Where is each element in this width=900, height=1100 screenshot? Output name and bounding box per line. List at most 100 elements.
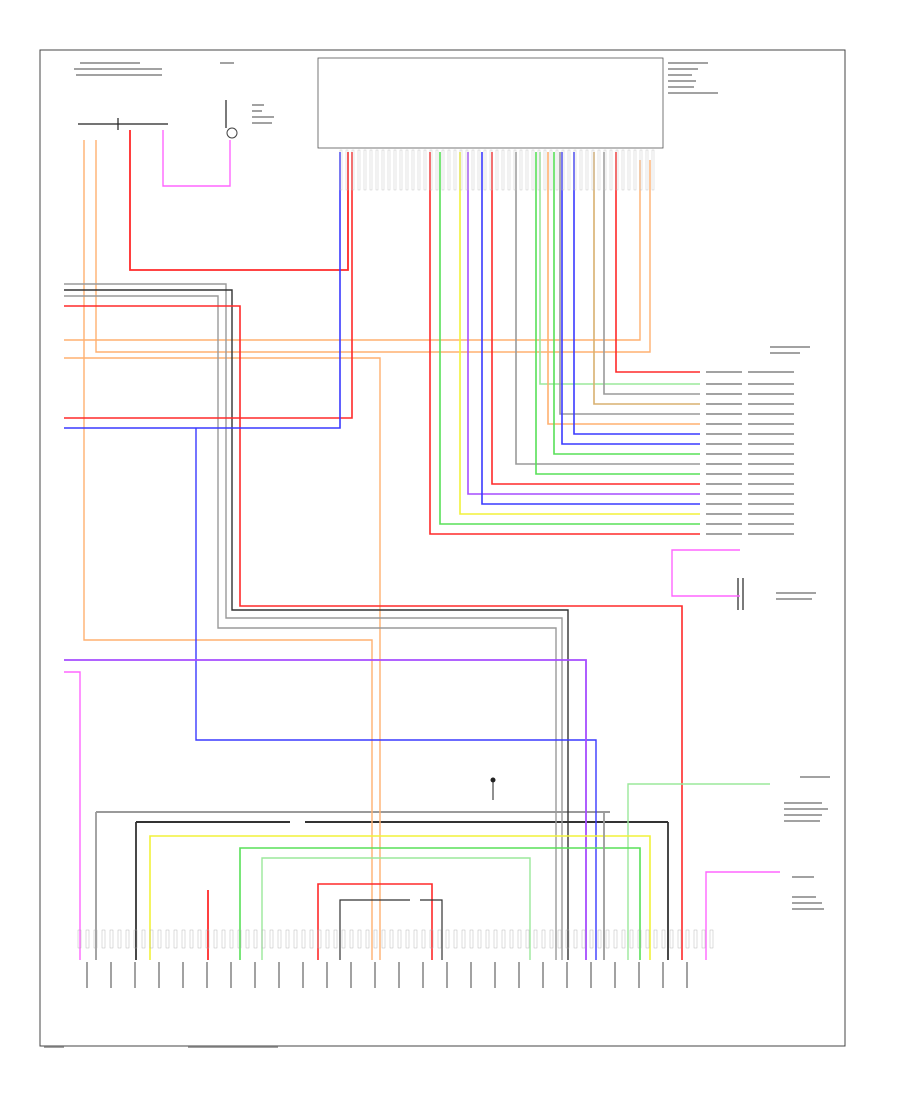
- label-mark: [706, 493, 742, 495]
- top-pin: [405, 149, 409, 191]
- label-mark: [668, 68, 698, 70]
- label-mark: [706, 463, 742, 465]
- top-pin: [399, 149, 403, 191]
- wire-group: [64, 130, 780, 960]
- top-pin: [555, 149, 559, 191]
- top-pin: [363, 149, 367, 191]
- top-pin: [543, 149, 547, 191]
- bottom-pin: [669, 929, 674, 949]
- bottom-pin: [285, 929, 290, 949]
- wire-pink-right: [671, 549, 740, 597]
- label-mark: [792, 896, 816, 898]
- label-mark: [706, 403, 742, 405]
- bottom-pin: [709, 929, 714, 949]
- label-mark: [494, 962, 496, 988]
- label-mark: [326, 962, 328, 988]
- label-mark: [792, 876, 814, 878]
- top-pin: [603, 149, 607, 191]
- bottom-pin: [373, 929, 378, 949]
- label-mark: [706, 413, 742, 415]
- bottom-pin: [453, 929, 458, 949]
- label-mark: [748, 443, 794, 445]
- top-connector-pins: [339, 149, 655, 191]
- label-mark: [542, 962, 544, 988]
- wire-module-right-12: [491, 152, 700, 485]
- label-mark: [252, 104, 264, 106]
- bottom-pin: [629, 929, 634, 949]
- wire-module-right-15: [459, 152, 700, 515]
- bottom-pin: [109, 929, 114, 949]
- label-mark: [252, 122, 272, 124]
- top-pin: [423, 149, 427, 191]
- bottom-pin: [645, 929, 650, 949]
- wire-pink-left: [64, 671, 81, 960]
- bottom-pin: [349, 929, 354, 949]
- label-mark: [188, 1046, 278, 1048]
- bottom-pin: [621, 929, 626, 949]
- top-pin: [621, 149, 625, 191]
- top-pin: [615, 149, 619, 191]
- label-mark: [784, 802, 822, 804]
- wire-lightgreen-right: [627, 783, 770, 960]
- label-mark: [80, 62, 140, 64]
- label-mark: [706, 443, 742, 445]
- top-pin: [477, 149, 481, 191]
- bottom-pin: [637, 929, 642, 949]
- top-pin: [591, 149, 595, 191]
- bottom-pin: [421, 929, 426, 949]
- label-marks: [44, 62, 830, 1048]
- wire-module-right-9: [553, 152, 700, 455]
- label-mark: [706, 393, 742, 395]
- top-pin: [465, 149, 469, 191]
- bottom-pin: [525, 929, 530, 949]
- label-mark: [254, 962, 256, 988]
- wire-orange-left-c: [64, 160, 641, 341]
- label-mark: [302, 962, 304, 988]
- top-pin: [339, 149, 343, 191]
- bottom-pin: [341, 929, 346, 949]
- bottom-pin: [461, 929, 466, 949]
- wire-module-right-8: [561, 152, 700, 445]
- label-mark: [748, 423, 794, 425]
- label-mark: [748, 493, 794, 495]
- bottom-pin: [117, 929, 122, 949]
- top-pin: [459, 149, 463, 191]
- label-mark: [662, 962, 664, 988]
- top-pin: [573, 149, 577, 191]
- label-mark: [706, 533, 742, 535]
- relay-component: [78, 118, 168, 130]
- bottom-pin: [557, 929, 562, 949]
- bottom-pin: [309, 929, 314, 949]
- bottom-pin: [701, 929, 706, 949]
- label-mark: [668, 92, 718, 94]
- bottom-pin: [141, 929, 146, 949]
- label-mark: [158, 962, 160, 988]
- wire-module-right-11: [535, 152, 700, 475]
- label-mark: [706, 483, 742, 485]
- label-mark: [784, 820, 820, 822]
- wire-blue-down: [195, 428, 597, 960]
- top-pin: [651, 149, 655, 191]
- top-pin: [351, 149, 355, 191]
- label-mark: [748, 523, 794, 525]
- top-pin: [357, 149, 361, 191]
- label-mark: [668, 80, 696, 82]
- wire-blue-module: [64, 152, 341, 429]
- bottom-pin: [77, 929, 82, 949]
- bottom-pin: [381, 929, 386, 949]
- top-pin: [531, 149, 535, 191]
- top-pin: [633, 149, 637, 191]
- wire-orange-left-b: [95, 140, 651, 353]
- label-mark: [182, 962, 184, 988]
- wire-module-right-3: [603, 152, 700, 395]
- top-pin: [639, 149, 643, 191]
- bottom-pin: [509, 929, 514, 949]
- label-mark: [784, 814, 822, 816]
- top-pin: [549, 149, 553, 191]
- wire-black-bottom: [339, 899, 410, 960]
- bottom-pin: [389, 929, 394, 949]
- top-pin: [447, 149, 451, 191]
- label-mark: [748, 483, 794, 485]
- bottom-pin: [93, 929, 98, 949]
- top-pin: [489, 149, 493, 191]
